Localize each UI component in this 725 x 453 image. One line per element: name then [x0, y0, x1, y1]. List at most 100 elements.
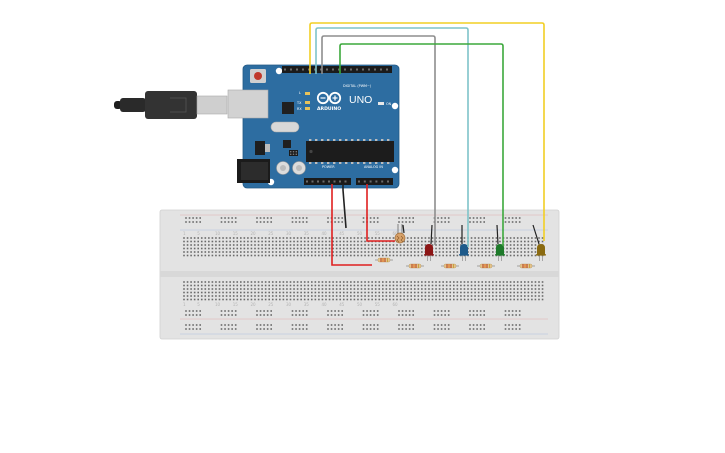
breadboard-hole: [261, 281, 263, 283]
resistor[interactable]: [406, 263, 424, 269]
wire-gray[interactable]: [321, 35, 436, 245]
breadboard-hole: [438, 244, 441, 246]
resistor[interactable]: [517, 263, 535, 269]
breadboard-hole: [293, 281, 295, 283]
rail-hole: [476, 328, 478, 330]
rail-hole: [437, 310, 439, 312]
wire-black-gnd[interactable]: [342, 184, 347, 229]
rail-hole: [504, 328, 507, 330]
usb-cable[interactable]: [114, 91, 228, 119]
rail-hole: [256, 328, 258, 330]
icsp-pin: [295, 153, 297, 155]
wire-cyan[interactable]: [315, 27, 469, 247]
breadboard-hole: [243, 244, 246, 246]
led-green[interactable]: [495, 244, 505, 261]
photoresistor[interactable]: [394, 224, 406, 244]
rail-hole: [437, 328, 439, 330]
led-rim: [424, 254, 434, 256]
led-blue[interactable]: [459, 244, 469, 261]
breadboard-hole: [218, 295, 221, 297]
breadboard-hole: [318, 281, 320, 283]
breadboard-hole: [424, 291, 427, 294]
resistors: [375, 257, 535, 269]
resistor[interactable]: [477, 263, 495, 269]
rail-hole: [334, 310, 336, 312]
breadboard-hole: [314, 288, 317, 290]
resistor[interactable]: [375, 257, 393, 263]
rail-hole: [483, 221, 485, 223]
breadboard-hole: [186, 254, 189, 257]
voltage-regulator: [255, 141, 265, 155]
breadboard-hole: [385, 295, 388, 297]
breadboard-hole: [303, 237, 306, 239]
rail-hole: [291, 314, 294, 316]
breadboard-hole: [367, 291, 370, 294]
rail-hole: [398, 221, 400, 223]
resistor-band: [448, 264, 450, 268]
wire-red-5v[interactable]: [331, 184, 372, 266]
resistor-band: [526, 264, 528, 268]
led-red[interactable]: [424, 244, 434, 261]
resistor-band: [387, 258, 388, 262]
breadboard-hole: [236, 247, 239, 250]
wire-red-a0[interactable]: [366, 184, 395, 242]
breadboard-hole: [453, 295, 455, 297]
column-number: 55: [375, 302, 381, 307]
wire-green[interactable]: [339, 43, 504, 246]
breadboard-hole: [357, 298, 359, 301]
chip-pin: [327, 139, 330, 141]
column-number: 20: [250, 302, 256, 307]
breadboard-hole: [335, 284, 338, 287]
breadboard-hole: [300, 291, 302, 294]
rail-hole: [188, 314, 191, 316]
chip-pin: [357, 139, 360, 141]
wire-yellow[interactable]: [309, 22, 545, 241]
breadboard-hole: [335, 295, 338, 297]
column-number: 10: [215, 231, 221, 236]
breadboard-hole: [321, 254, 324, 257]
rail-hole: [401, 221, 404, 223]
rail-hole: [469, 314, 471, 316]
breadboard-hole: [499, 240, 501, 243]
breadboard-hole: [403, 295, 405, 297]
column-number: 20: [250, 231, 256, 236]
arduino-uno-board[interactable]: L TX RX ON ARDUINO UNO DIGITAL (PWM~) PO…: [227, 64, 400, 189]
breadboard-hole: [453, 244, 455, 246]
breadboard-hole: [197, 284, 199, 287]
led-yellow[interactable]: [536, 244, 546, 261]
breadboard-hole: [218, 284, 221, 287]
breadboard-hole: [342, 237, 345, 239]
breadboard-hole: [513, 254, 515, 257]
resistor[interactable]: [441, 263, 459, 269]
breadboard-hole: [484, 251, 487, 253]
breadboard-hole: [314, 251, 317, 253]
breadboard-hole: [240, 284, 242, 287]
breadboard-hole: [215, 298, 217, 301]
breadboard-hole: [240, 298, 242, 301]
breadboard-hole: [325, 295, 327, 297]
rail-hole: [185, 217, 187, 219]
breadboard-hole: [509, 295, 512, 297]
breadboard-hole: [332, 298, 334, 301]
breadboard-hole: [449, 284, 452, 287]
breadboard-hole: [225, 291, 228, 294]
breadboard-hole: [481, 237, 483, 239]
breadboard-hole: [325, 254, 327, 257]
rail-hole: [515, 314, 517, 316]
breadboard-hole: [506, 288, 508, 290]
breadboard-hole: [328, 298, 331, 301]
breadboard-hole: [296, 240, 299, 243]
breadboard-hole: [350, 251, 352, 253]
breadboard-hole: [303, 288, 306, 290]
breadboard-hole: [350, 247, 352, 250]
rail-hole: [330, 328, 333, 330]
breadboard-hole: [470, 281, 473, 283]
rail-hole: [412, 310, 414, 312]
rail-hole: [369, 314, 372, 316]
breadboard-hole: [499, 281, 501, 283]
breadboard-hole: [463, 291, 466, 294]
breadboard-hole: [453, 237, 455, 239]
breadboard-hole: [215, 254, 217, 257]
breadboard-hole: [442, 247, 444, 250]
